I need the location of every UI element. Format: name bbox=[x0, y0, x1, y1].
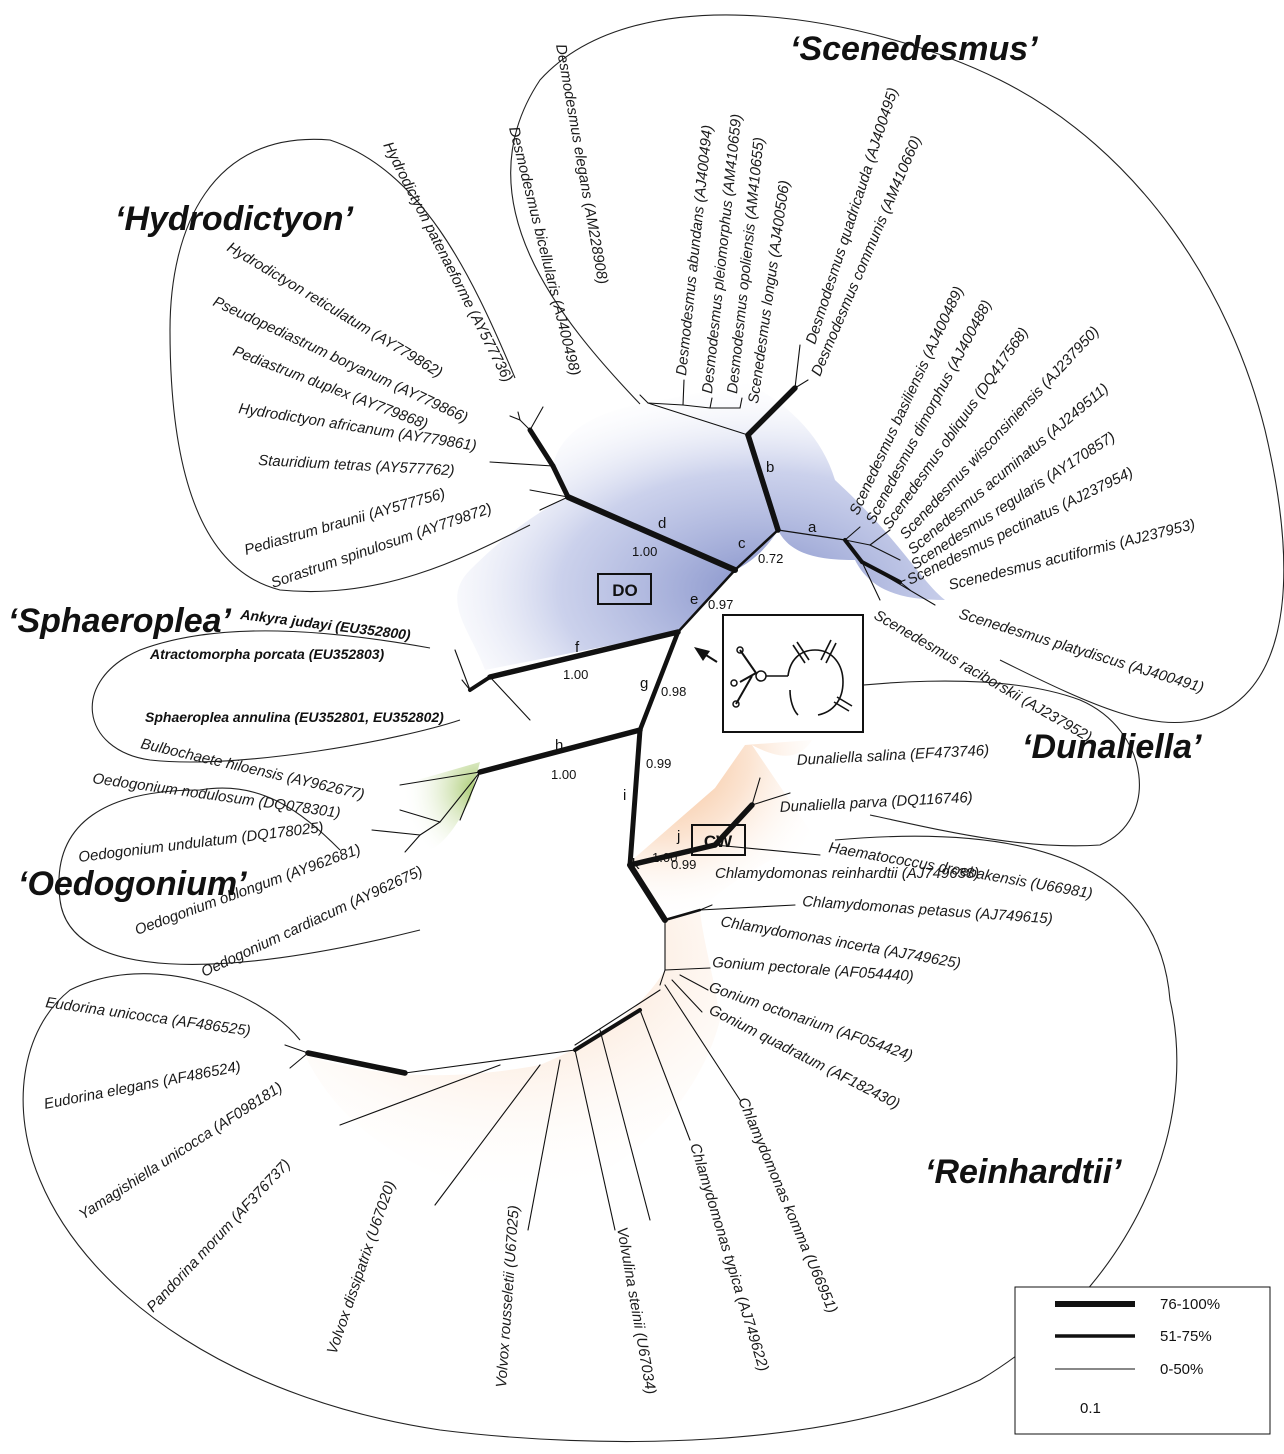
taxon-label: Chlamydomonas komma (U66951) bbox=[734, 1095, 841, 1316]
branch-letter-d: d bbox=[658, 515, 666, 532]
taxon-label: Volvox rousseletii (U67025) bbox=[493, 1205, 523, 1389]
branch-letter-e: e bbox=[690, 591, 698, 608]
branch-letter-b: b bbox=[766, 459, 774, 476]
group-title-sphaeroplea: ‘Sphaeroplea’ bbox=[8, 602, 232, 640]
support-value-c: 0.72 bbox=[758, 551, 783, 566]
branch-i bbox=[627, 727, 643, 868]
branch-f bbox=[487, 629, 681, 680]
branch-e bbox=[676, 568, 737, 634]
taxon-label: Dunaliella parva (DQ116746) bbox=[779, 789, 973, 816]
taxon-label: Ankyra judayi (EU352800) bbox=[239, 606, 412, 643]
clade-box-do: DO bbox=[597, 573, 652, 605]
scenedesmus-outline bbox=[510, 14, 1284, 723]
taxon-label: Volvox dissipatrix (U67020) bbox=[324, 1179, 399, 1357]
branch-a bbox=[777, 529, 846, 541]
dunaliella-outline bbox=[759, 680, 1140, 847]
legend-label-low: 0-50% bbox=[1160, 1361, 1203, 1378]
branch-annotations: a b c 0.72 d 1.00 e 0.97 f 1.00 g 0.98 h… bbox=[551, 459, 817, 873]
taxon-label: Desmodesmus bicellularis (AJ400498) bbox=[505, 125, 583, 377]
oedogonium-outline bbox=[58, 787, 421, 965]
flagellar-apparatus-inset bbox=[694, 614, 864, 733]
branch-b bbox=[745, 432, 781, 533]
taxon-label: Chlamydomonas petasus (AJ749615) bbox=[802, 893, 1054, 927]
group-title-oedogonium: ‘Oedogonium’ bbox=[18, 865, 247, 903]
branch-j bbox=[627, 842, 718, 868]
group-title-scenedesmus: ‘Scenedesmus’ bbox=[790, 30, 1038, 68]
branch-letter-c: c bbox=[738, 535, 746, 552]
taxon-label: Oedogonium undulatum (DQ178025) bbox=[77, 819, 324, 866]
taxon-label: Desmodesmus elegans (AM228908) bbox=[552, 43, 611, 286]
do-clade-shading bbox=[457, 383, 945, 670]
taxon-label: Sphaeroplea annulina (EU352801, EU352802… bbox=[145, 709, 444, 725]
branch-d bbox=[565, 494, 738, 573]
svg-text:DO: DO bbox=[612, 581, 638, 600]
branch-letter-f: f bbox=[575, 639, 580, 656]
support-value-f: 1.00 bbox=[563, 667, 588, 682]
group-title-reinhardtii: ‘Reinhardtii’ bbox=[925, 1153, 1122, 1191]
sphaeroplea-outline bbox=[91, 630, 461, 763]
clade-box-cw: CW bbox=[691, 824, 746, 856]
group-title-hydrodictyon: ‘Hydrodictyon’ bbox=[115, 200, 354, 238]
taxon-label: Volvulina steinii (U67034) bbox=[613, 1226, 659, 1396]
taxon-label: Atractomorpha porcata (EU352803) bbox=[149, 646, 385, 662]
taxon-label: Chlamydomonas reinhardtii (AJ749638) bbox=[715, 865, 979, 882]
support-value-h: 1.00 bbox=[551, 767, 576, 782]
legend-label-high: 76-100% bbox=[1160, 1296, 1220, 1313]
taxon-label: Stauridium tetras (AY577762) bbox=[258, 452, 455, 479]
reinhardtii-clade-shading bbox=[305, 912, 720, 1200]
branch-letter-g: g bbox=[640, 675, 648, 692]
group-titles: ‘Scenedesmus’ ‘Hydrodictyon’ ‘Sphaerople… bbox=[8, 30, 1202, 1191]
support-value-d: 1.00 bbox=[632, 544, 657, 559]
scale-bar-label: 0.1 bbox=[1080, 1400, 1101, 1417]
branch-letter-j: j bbox=[676, 828, 680, 845]
taxon-label: Pediastrum braunii (AY577756) bbox=[242, 485, 447, 559]
taxon-label: Chlamydomonas typica (AJ749622) bbox=[686, 1141, 772, 1373]
support-value-j: 0.99 bbox=[671, 857, 696, 872]
support-value-g: 0.98 bbox=[661, 684, 686, 699]
support-value-i: 0.99 bbox=[646, 756, 671, 771]
branch-letter-k: k bbox=[632, 856, 640, 873]
branch-letter-h: h bbox=[555, 737, 563, 754]
branch-letter-i: i bbox=[623, 787, 626, 804]
hydrodictyon-outline bbox=[169, 138, 531, 593]
svg-text:CW: CW bbox=[704, 832, 733, 851]
taxon-label: Eudorina elegans (AF486524) bbox=[43, 1058, 243, 1113]
oedogonium-clade-shading bbox=[397, 762, 480, 854]
branch-k bbox=[627, 862, 668, 923]
clade-outlines bbox=[22, 14, 1284, 1443]
clade-shading bbox=[305, 383, 945, 1200]
legend: 76-100% 51-75% 0-50% 0.1 bbox=[1014, 1286, 1271, 1435]
taxon-labels: Desmodesmus bicellularis (AJ400498) Desm… bbox=[43, 43, 1206, 1396]
branch-b-upper bbox=[745, 385, 798, 438]
legend-label-mid: 51-75% bbox=[1160, 1328, 1212, 1345]
taxon-label: Dunaliella salina (EF473746) bbox=[796, 742, 989, 769]
support-value-k: 1.00 bbox=[652, 850, 677, 865]
taxon-label: Pandorina morum (AF376737) bbox=[143, 1156, 294, 1316]
reinhardtii-outline bbox=[22, 835, 1178, 1443]
group-title-dunaliella: ‘Dunaliella’ bbox=[1022, 728, 1202, 766]
taxon-label: Eudorina unicocca (AF486525) bbox=[44, 994, 251, 1040]
tree-branches bbox=[284, 344, 936, 1231]
support-value-e: 0.97 bbox=[708, 597, 733, 612]
branch-c bbox=[733, 528, 780, 572]
branch-letter-a: a bbox=[808, 519, 817, 536]
branch-h bbox=[477, 727, 643, 775]
branch-g bbox=[637, 629, 681, 733]
